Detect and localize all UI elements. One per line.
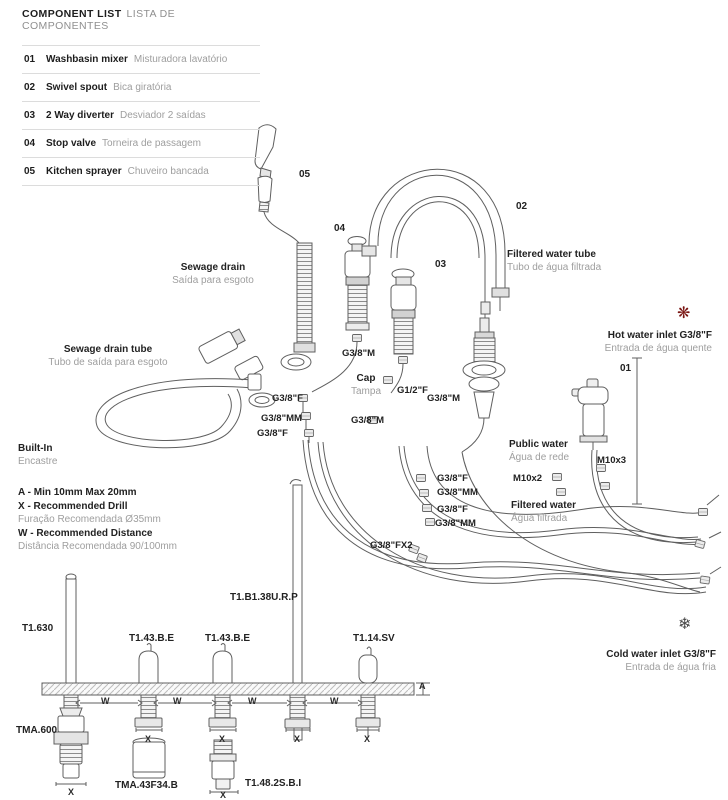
label-g38mm-1: G3/8"MM [261,413,302,424]
label-g38m-3: G3/8"M [351,415,385,426]
callout-04: 04 [334,223,346,234]
label-sewage-drain-tube: Sewage drain tube Tubo de saída para esg… [28,343,188,369]
callout-02: 02 [516,201,528,212]
component-num: 05 [24,166,36,177]
label-g38f-1: G3/8"F [272,393,303,404]
label-part-tma43f34b: TMA.43F34.B [115,780,178,791]
hot-water-icon: ❋ [677,305,691,322]
label-part-t143be-2: T1.43.B.E [205,633,251,644]
label-built-in-pt: Encastre [18,456,58,467]
label-cap: Cap Tampa [348,372,384,398]
label-dim-x-6: X [220,790,227,800]
label-public-water-pt: Água de rede [509,452,570,463]
label-part-tma600: TMA.600 [16,725,58,736]
component-name-pt: Torneira de passagem [102,138,201,149]
label-built-in-en: Built-In [18,443,53,454]
component-row-01: 01 Washbasin mixer Misturadora lavatório [22,45,260,73]
label-hot-water-inlet: Hot water inlet G3/8"F Entrada de água q… [605,329,712,355]
label-g38m-2: G3/8"M [427,393,461,404]
label-sewage-drain: Sewage drain Saída para esgoto [158,261,268,287]
component-list-title-pt: LISTA DE COMPONENTES [22,8,176,32]
label-dim-w-2: W [173,696,182,706]
label-hot-water-inlet-pt: Entrada de água quente [604,343,712,354]
label-part-t1630: T1.630 [22,623,54,634]
component-num: 03 [24,110,36,121]
label-part-t1b138urp: T1.B1.38U.R.P [230,592,298,603]
component-name-pt: Desviador 2 saídas [120,110,206,121]
label-filtered-water-tube-pt: Tubo de água filtrada [507,262,602,273]
component-name-pt: Chuveiro bancada [127,166,209,177]
label-note-x-pt: Furação Recomendada Ø35mm [18,514,161,525]
label-g12f: G1/2"F [397,385,428,396]
label-built-in: Built-In Encastre [18,442,57,468]
label-g38f-4: G3/8"F [437,504,468,515]
component-row-02: 02 Swivel spout Bica giratória [22,73,260,101]
label-filtered-water-tube-en: Filtered water tube [507,249,596,260]
label-cold-water-inlet: Cold water inlet G3/8"F Entrada de água … [606,648,716,674]
label-filtered-water-pt: Água filtrada [511,513,568,524]
component-name-pt: Bica giratória [113,82,172,93]
label-note-x: X - Recommended Drill Furação Recomendad… [18,500,161,526]
label-cold-water-inlet-pt: Entrada de água fria [625,662,716,673]
label-dim-x-2: X [219,734,226,744]
label-g38mm-3: G3/8"MM [435,518,476,529]
component-name-en: Washbasin mixer [46,54,128,65]
component-name-en: 2 Way diverter [46,110,114,121]
component-row-04: 04 Stop valve Torneira de passagem [22,129,260,157]
label-cap-pt: Tampa [350,386,381,397]
label-note-w-pt: Distância Recomendada 90/100mm [18,541,177,552]
component-num: 04 [24,138,36,149]
label-dim-a: A [419,681,426,691]
label-dim-x-3: X [294,734,301,744]
label-part-t114sv: T1.14.SV [353,633,395,644]
component-row-03: 03 2 Way diverter Desviador 2 saídas [22,101,260,129]
label-g38f-3: G3/8"F [437,473,468,484]
label-dim-w-4: W [330,696,339,706]
label-sewage-drain-tube-en: Sewage drain tube [63,344,153,355]
label-dim-w-1: W [101,696,110,706]
label-filtered-water-en: Filtered water [511,500,577,511]
label-filtered-water: Filtered water Água filtrada [511,499,576,525]
label-sewage-drain-pt: Saída para esgoto [172,275,254,286]
label-sewage-drain-en: Sewage drain [180,262,246,273]
component-name-en: Stop valve [46,138,97,149]
label-part-t1482sbi: T1.48.2S.B.I [245,778,302,789]
callout-01: 01 [620,363,632,374]
label-note-w-en: W - Recommended Distance [18,528,153,539]
component-num: 01 [24,54,36,65]
label-dim-w-3: W [248,696,257,706]
snowflake-icon: ❄ [678,616,692,633]
label-g38mm-2: G3/8"MM [437,487,478,498]
component-name-en: Swivel spout [46,82,108,93]
label-hot-water-inlet-en: Hot water inlet G3/8"F [607,330,712,341]
label-note-a: A - Min 10mm Max 20mm [18,487,137,498]
label-sewage-drain-tube-pt: Tubo de saída para esgoto [48,357,168,368]
callout-03: 03 [435,259,447,270]
label-note-x-en: X - Recommended Drill [18,501,128,512]
label-g38fx2: G3/8"FX2 [370,540,413,551]
label-dim-x-1: X [145,734,152,744]
label-filtered-water-tube: Filtered water tube Tubo de água filtrad… [507,248,601,274]
component-name-pt: Misturadora lavatório [133,54,228,65]
component-num: 02 [24,82,36,93]
component-name-en: Kitchen sprayer [46,166,122,177]
label-public-water-en: Public water [509,439,568,450]
label-note-w: W - Recommended Distance Distância Recom… [18,527,177,553]
label-g38m-1: G3/8"M [342,348,376,359]
label-m10x2: M10x2 [513,473,543,484]
label-dim-x-5: X [68,787,75,797]
callout-05: 05 [299,169,311,180]
label-dim-x-4: X [364,734,371,744]
label-cap-en: Cap [356,373,376,384]
component-row-05: 05 Kitchen sprayer Chuveiro bancada [22,157,260,186]
label-g38f-2: G3/8"F [257,428,288,439]
component-list-title-en: COMPONENT LIST [22,8,122,20]
label-part-t143be-1: T1.43.B.E [129,633,175,644]
label-public-water: Public water Água de rede [509,438,569,464]
label-m10x3: M10x3 [597,455,627,466]
label-cold-water-inlet-en: Cold water inlet G3/8"F [606,649,716,660]
